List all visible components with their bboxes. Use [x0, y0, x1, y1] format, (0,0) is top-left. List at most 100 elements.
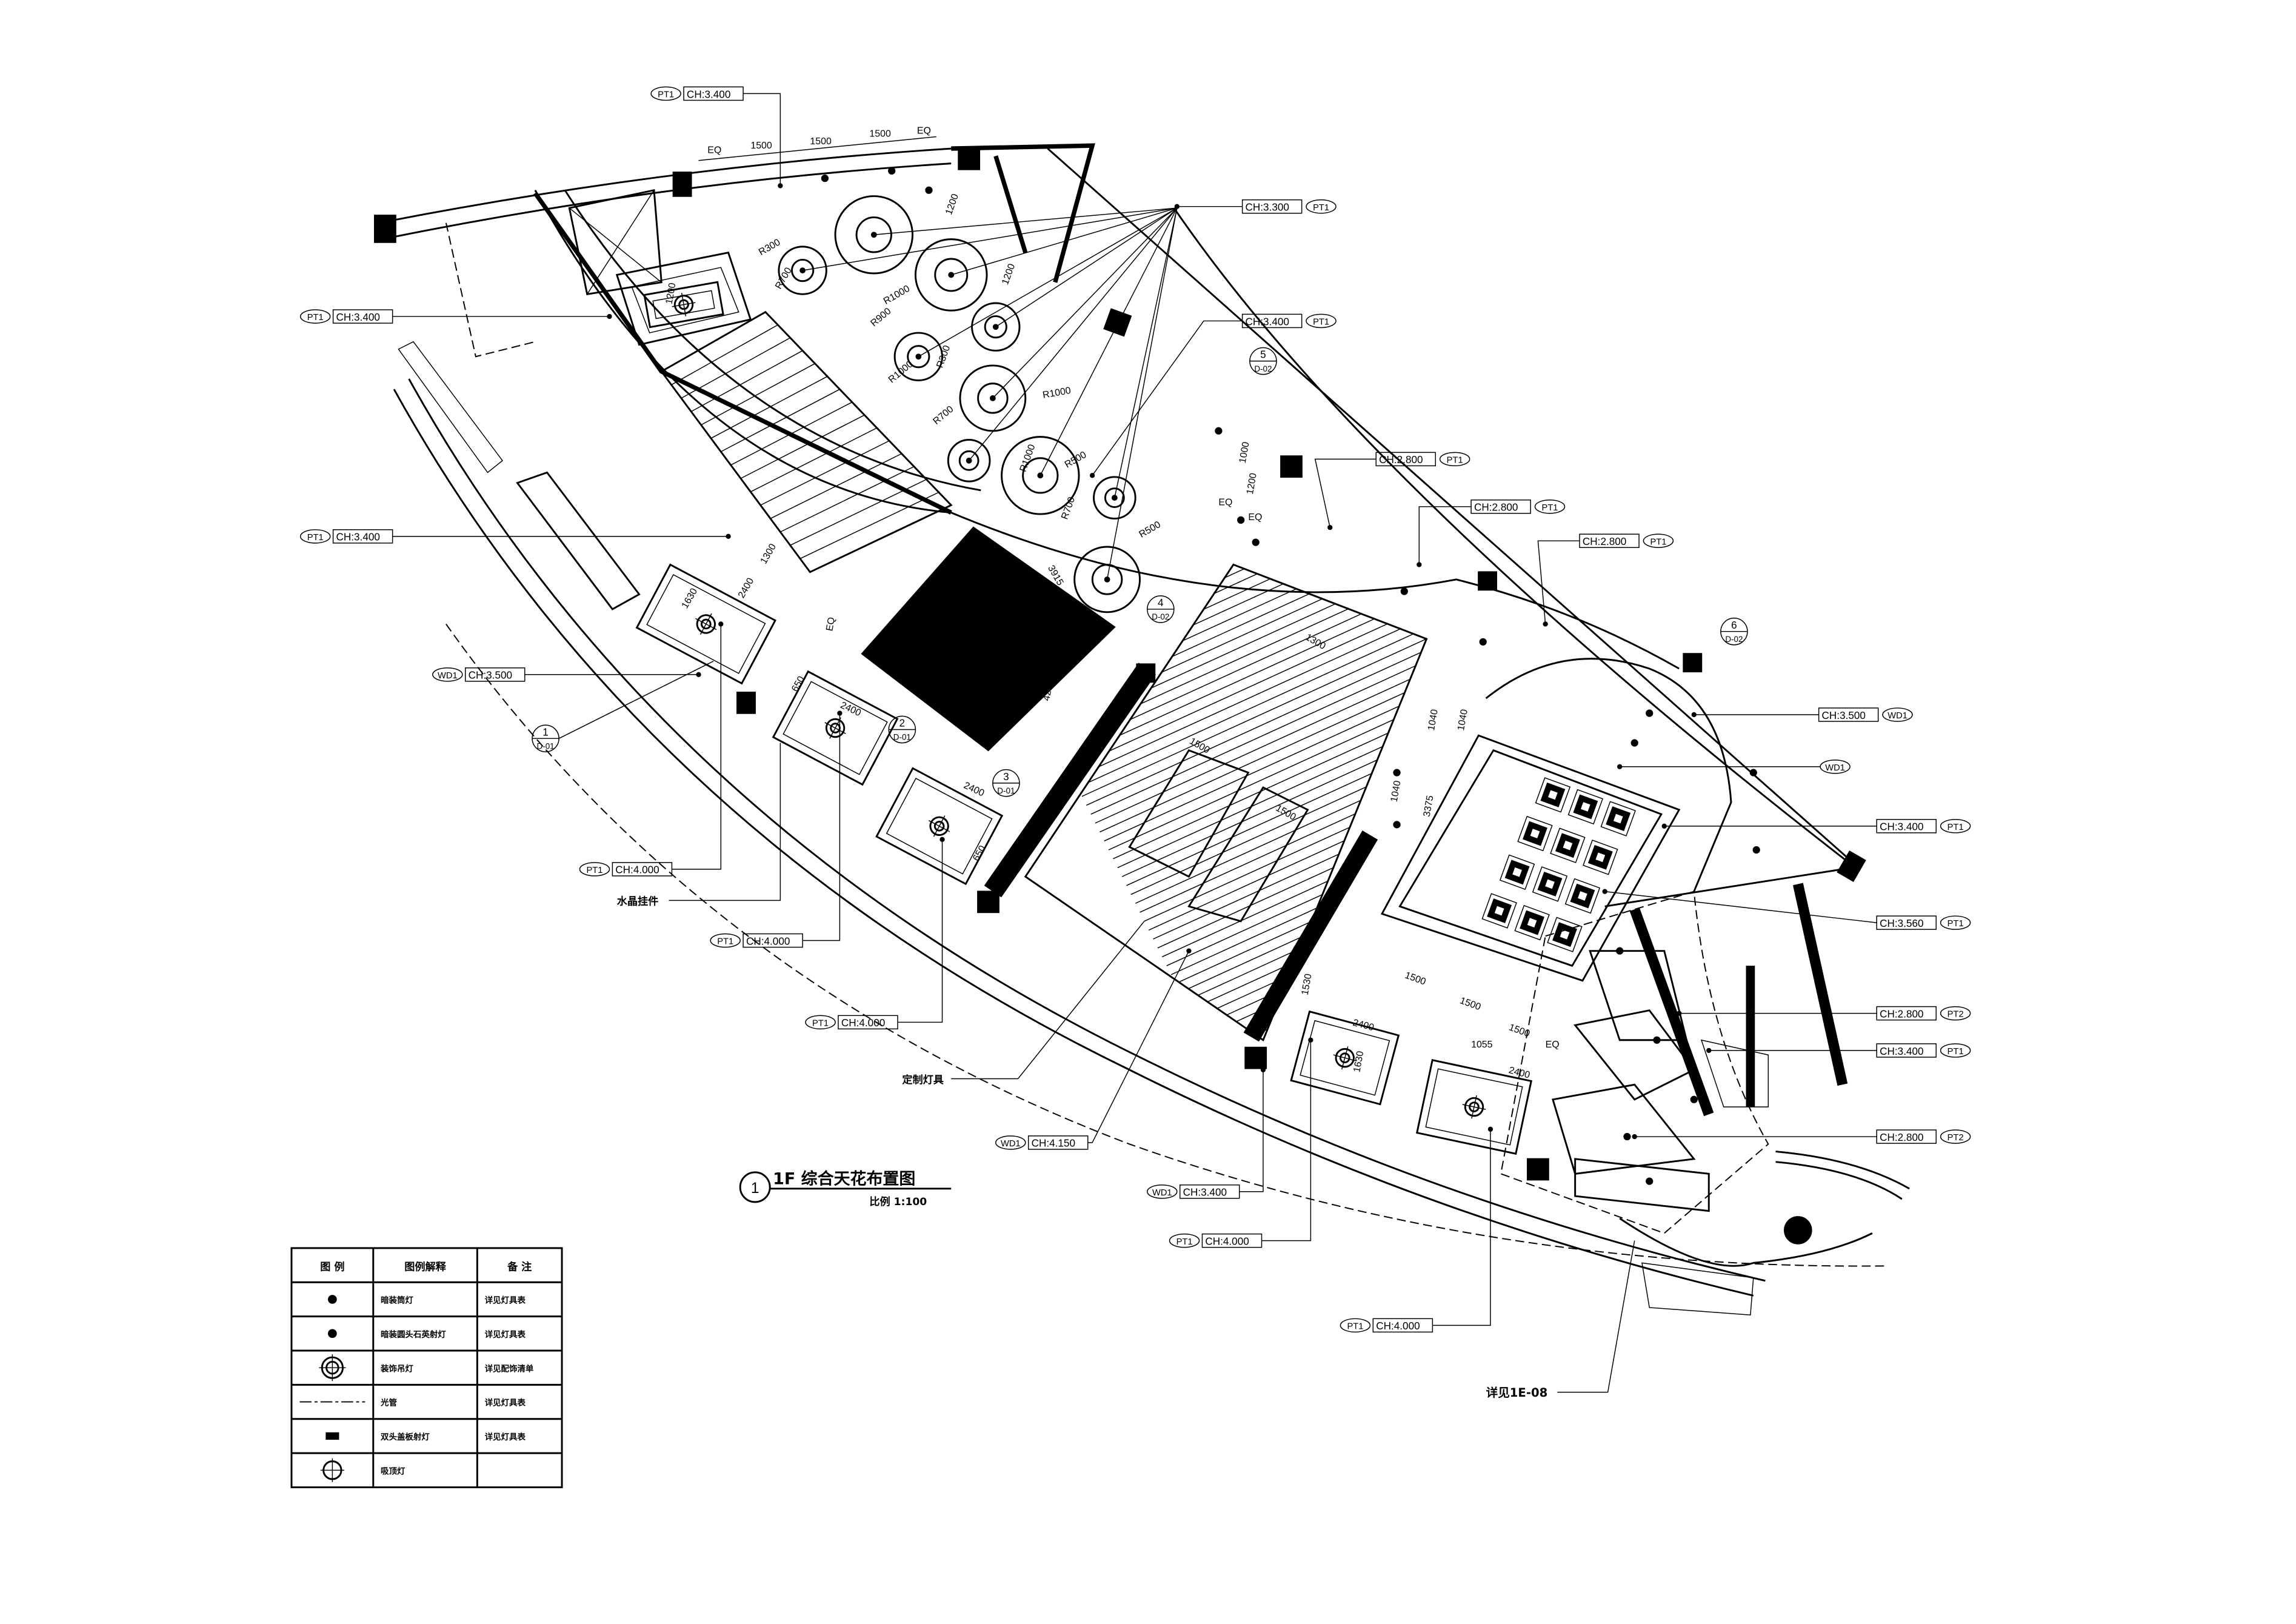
coffer-cell [1514, 904, 1550, 941]
material-badge [1340, 1318, 1371, 1333]
leader-line [1087, 951, 1190, 1143]
legend-note: 详见灯具表 [485, 1329, 526, 1340]
section-marker: 6D-02 [1720, 617, 1748, 646]
leader-line [1092, 320, 1243, 476]
rib-line [1072, 564, 1427, 780]
dimension-label: R700 [773, 266, 794, 291]
note-crystal-pendant: 水晶挂件 [617, 895, 659, 908]
chandelier-outline [914, 238, 988, 312]
coffer-cell [1481, 893, 1517, 929]
stair-tread [710, 376, 828, 439]
leader-line [803, 713, 841, 941]
material-code: PT1 [1347, 1322, 1363, 1331]
material-badge [579, 862, 610, 877]
dimension-label: 1200 [1245, 472, 1259, 495]
material-badge [805, 1015, 836, 1030]
material-badge [299, 309, 331, 324]
material-badge [1306, 313, 1337, 329]
material-badge [995, 1135, 1026, 1150]
legend-table: 图 例图例解释备 注暗装筒灯详见灯具表暗装圆头石英射灯详见灯具表装饰吊灯详见配饰… [290, 1247, 563, 1488]
legend-row: 暗装圆头石英射灯详见灯具表 [328, 1329, 526, 1340]
title-number: 1 [751, 1180, 759, 1197]
legend-desc: 装饰吊灯 [380, 1363, 413, 1374]
dimension-label: R500 [1063, 450, 1089, 470]
dimension-label: 1200 [1000, 262, 1017, 286]
dimension-label: 1500 [750, 141, 772, 151]
material-code: PT1 [1947, 919, 1964, 929]
leader-line [1314, 458, 1377, 528]
rib-line [1059, 564, 1427, 752]
rib-line [1025, 564, 1427, 566]
material-badge [1882, 707, 1913, 722]
coffer-cell [1547, 917, 1583, 952]
dimension-label: 1500 [1274, 803, 1298, 823]
material-badge [710, 933, 741, 948]
material-badge [1940, 819, 1971, 834]
leader-line [672, 624, 722, 870]
section-marker: 4D-02 [1147, 595, 1175, 623]
leader-line [1239, 1069, 1264, 1192]
right-features [1500, 868, 1848, 1315]
material-badge [1439, 452, 1470, 467]
dimension-label: R1000 [887, 359, 915, 385]
rib-line [1210, 817, 1427, 1040]
chandelier-group [778, 167, 1760, 1185]
rib-line [1113, 620, 1427, 860]
legend-row: 装饰吊灯详见配饰清单 [319, 1354, 534, 1382]
downlight-icon [1400, 587, 1408, 595]
material-code: WD1 [1887, 711, 1907, 721]
leader-ray [873, 207, 1177, 235]
stair-tread [790, 479, 927, 546]
ceiling-height: CH:3.400 [336, 531, 380, 543]
section-marker: 2D-01 [888, 715, 916, 744]
coffer-cell [1499, 854, 1535, 890]
section-marker: 1D-01 [532, 724, 559, 752]
leader-line [1604, 891, 1877, 923]
downlight-icon [1623, 1132, 1631, 1141]
dimension-label: EQ [707, 145, 721, 155]
leader-line [1418, 506, 1472, 565]
dimension-label: 1500 [869, 129, 891, 139]
legend-note: 详见灯具表 [485, 1398, 526, 1408]
dimension-label: 1040 [1456, 709, 1470, 732]
ceiling-height: CH:3.500 [469, 669, 512, 681]
building-outline [379, 147, 1910, 1297]
stair-tread [740, 415, 865, 479]
section-number: 1 [542, 726, 549, 738]
leader-ray [803, 207, 1177, 271]
rib-line [1025, 564, 1427, 628]
chandelier-outline [1093, 476, 1136, 520]
material-code: WD1 [438, 671, 458, 681]
rib-line [1175, 745, 1427, 984]
leader-line [1432, 1129, 1491, 1326]
ceiling-height-box [1201, 1233, 1263, 1248]
leader-line [743, 93, 781, 186]
legend-row: 光管详见灯具表 [299, 1398, 526, 1408]
leader-ray [969, 207, 1178, 461]
rib-line [1032, 564, 1427, 699]
dimension-label: R900 [869, 306, 893, 329]
stair-tread [661, 312, 766, 372]
legend-desc: 暗装筒灯 [381, 1295, 413, 1306]
chandelier-inner [984, 315, 1007, 339]
chandelier-inner [977, 383, 1009, 414]
stair-tread [690, 350, 803, 412]
legend-header: 图例解释 [404, 1261, 446, 1274]
inner-division [534, 190, 952, 514]
leader-ray [995, 207, 1178, 327]
recessed-quartz-spotlight-icon [328, 1329, 337, 1338]
light-trough-left [984, 663, 1156, 898]
material-badge [1534, 500, 1566, 514]
downlight-icon [925, 186, 933, 194]
downlight-icon [1393, 769, 1401, 777]
section-sheet: D-01 [997, 786, 1015, 795]
chandelier-inner [1104, 487, 1125, 509]
dimension-label: R700 [1060, 496, 1077, 521]
light-box [1290, 1010, 1400, 1106]
legend-row: 吸顶灯 [320, 1458, 405, 1482]
